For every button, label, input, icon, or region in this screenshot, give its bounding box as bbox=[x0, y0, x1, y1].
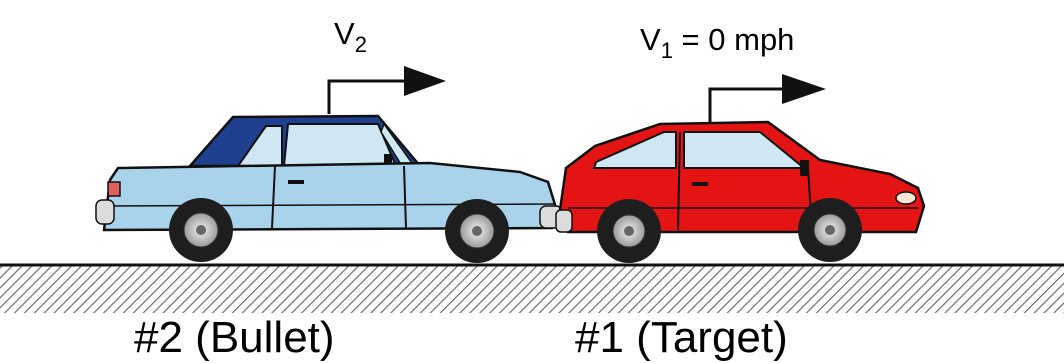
ground bbox=[0, 263, 1064, 313]
target-car-rear-wheel bbox=[597, 199, 661, 263]
arrow-head bbox=[782, 74, 826, 104]
target-velocity-arrow bbox=[708, 74, 826, 122]
arrow-right-icon bbox=[327, 79, 408, 114]
bullet-car-rear-bumper bbox=[95, 199, 115, 225]
target-car-rear-window bbox=[592, 131, 677, 169]
bullet-car-caption: #2 (Bullet) bbox=[134, 313, 335, 362]
target-car bbox=[555, 120, 926, 263]
target-velocity-label: V1 = 0 mph bbox=[640, 22, 794, 63]
bullet-car-door-line bbox=[271, 165, 276, 229]
target-car-handle bbox=[692, 182, 708, 186]
arrow-right-icon bbox=[708, 87, 786, 122]
bullet-car bbox=[95, 114, 563, 263]
target-car-caption: #1 (Target) bbox=[575, 313, 788, 362]
bullet-car-front-window bbox=[282, 123, 398, 167]
bullet-car-mirror bbox=[384, 154, 392, 166]
bullet-car-rear-wheel bbox=[169, 198, 233, 262]
bullet-velocity-arrow bbox=[327, 66, 446, 114]
target-car-rear-bumper bbox=[555, 209, 573, 233]
hatched-ground-icon bbox=[0, 265, 1064, 313]
bullet-car-door-line-2 bbox=[403, 165, 407, 229]
bullet-car-front-wheel bbox=[445, 199, 509, 263]
bullet-car-handle bbox=[288, 180, 304, 184]
target-car-door-line bbox=[677, 131, 681, 231]
target-car-headlight bbox=[895, 191, 917, 205]
bullet-velocity-label: V2 bbox=[334, 16, 367, 57]
target-car-front-wheel bbox=[798, 198, 862, 262]
bullet-car-taillight bbox=[107, 181, 121, 197]
target-car-mirror bbox=[800, 160, 809, 176]
arrow-head bbox=[404, 66, 446, 96]
